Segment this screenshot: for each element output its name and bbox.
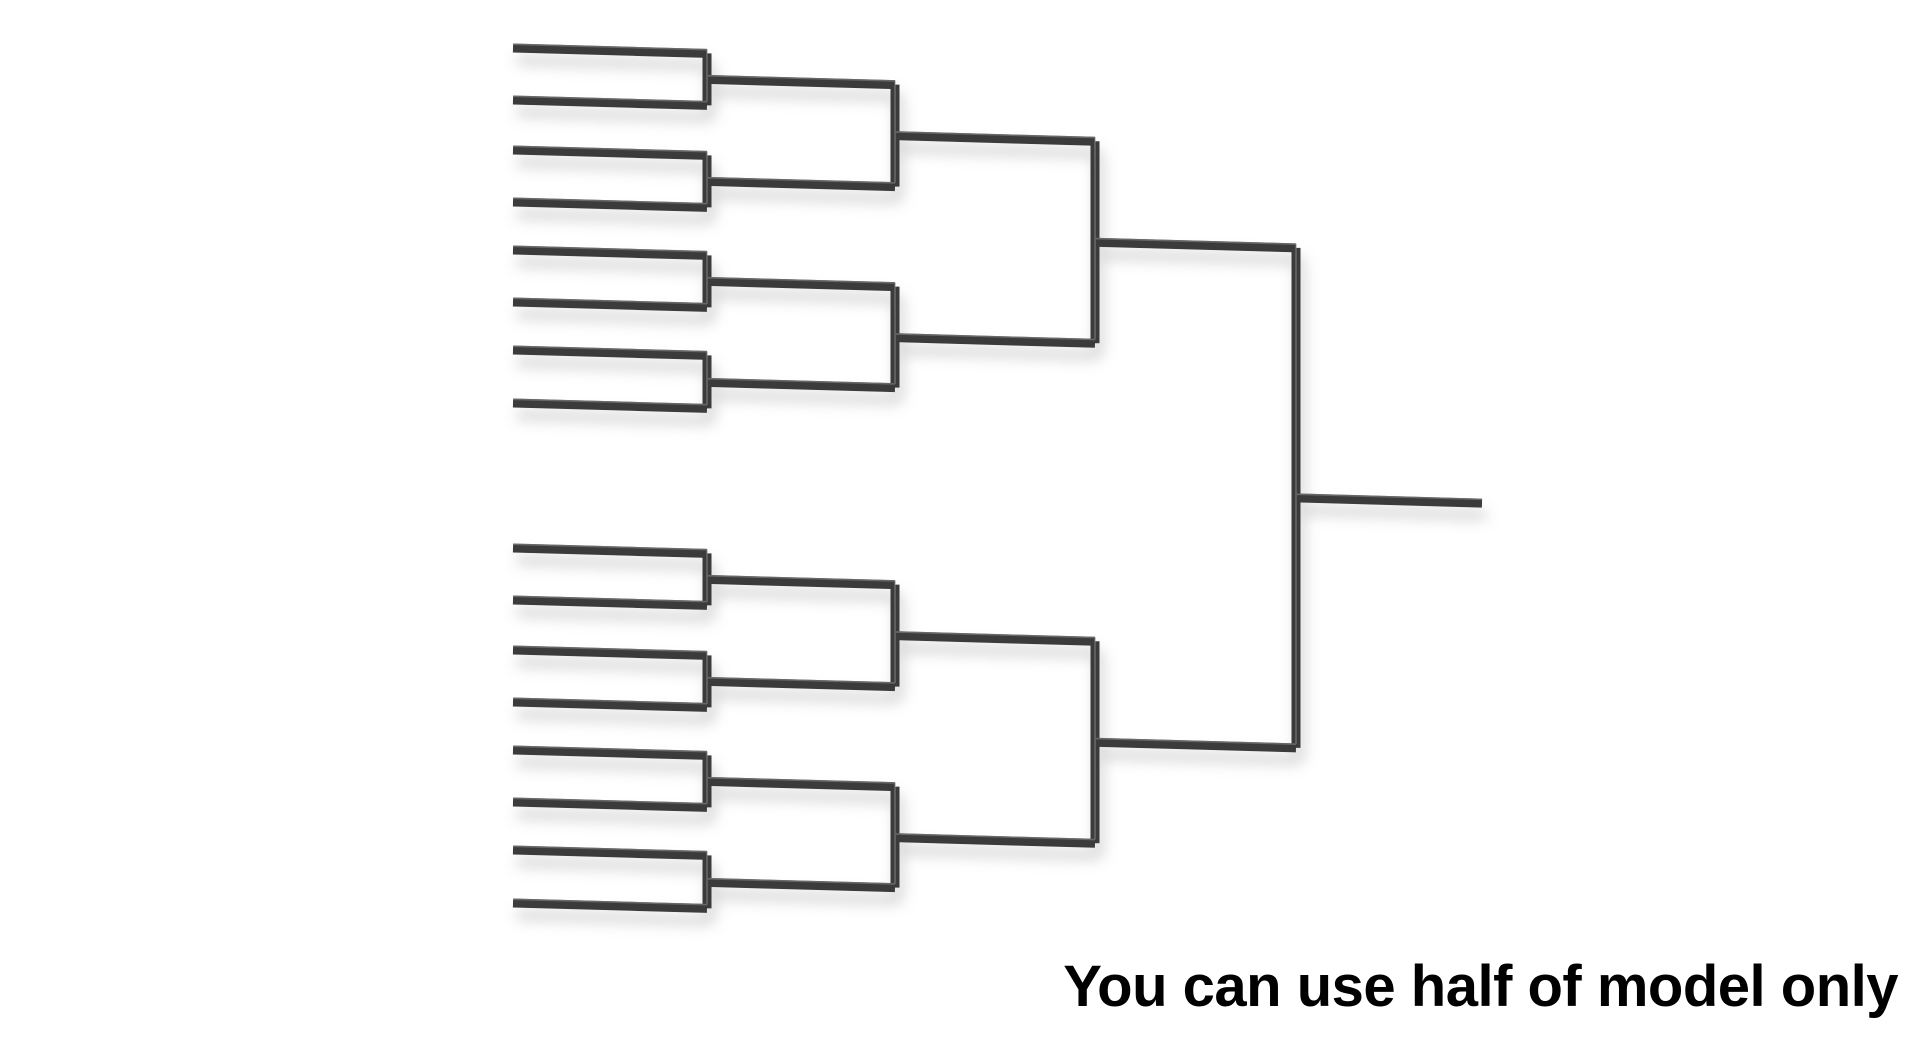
seed-line-12 [512,697,708,712]
bracket-segment-highlight [706,377,896,385]
bracket-segment-highlight [512,845,708,853]
seed-line-16 [512,898,708,913]
bracket-segment-highlight [512,898,708,906]
bracket-line-highlights [512,43,1483,906]
champion-line [1295,493,1483,508]
bracket-segment-highlight [706,74,896,82]
bracket-segment-highlight [706,877,896,885]
seed-line-15 [512,845,708,860]
seed-line-7 [512,345,708,360]
round2-advance-1 [894,131,1096,146]
bracket-segment-highlight [706,776,896,784]
bracket-segment-highlight [512,543,708,551]
bracket-segment-highlight [512,645,708,653]
seed-line-14 [512,797,708,812]
seed-line-6 [512,297,708,312]
round1-advance-8 [706,877,896,893]
round2-advance-3 [894,631,1096,646]
round3-advance-1 [1094,237,1297,253]
seed-line-13 [512,745,708,760]
bracket-segment-highlight [894,631,1096,639]
bracket-segment-highlight [706,276,896,284]
bracket-segment-highlight [512,345,708,353]
round1-advance-7 [706,776,896,792]
bracket-segment-highlight [512,797,708,805]
bracket-segment-highlight [706,676,896,684]
seed-line-3 [512,145,708,160]
seed-line-11 [512,645,708,660]
round1-advance-5 [706,574,896,590]
round2-advance-2 [894,333,1096,348]
bracket-segment-highlight [512,197,708,205]
bracket-segment-highlight [1295,493,1483,501]
bracket-segment-highlight [894,833,1096,841]
bracket-segment-highlight [512,145,708,153]
bracket-segment-highlight [512,245,708,253]
seed-line-2 [512,95,708,110]
seed-line-8 [512,398,708,413]
round2-advance-4 [894,833,1096,848]
seed-line-4 [512,197,708,212]
seed-line-10 [512,595,708,610]
bracket-segment-highlight [512,297,708,305]
round1-advance-1 [706,74,896,90]
bracket-segment-highlight [512,745,708,753]
round1-advance-3 [706,276,896,292]
bracket-segment-highlight [512,398,708,406]
bracket-segment-highlight [1094,237,1297,245]
bracket-segment-highlight [894,131,1096,139]
bracket-segment-highlight [706,176,896,184]
bracket-segment-highlight [512,595,708,603]
round1-advance-6 [706,676,896,692]
round1-advance-4 [706,377,896,393]
bracket-segment-highlight [512,697,708,705]
bracket-segment-highlight [706,574,896,582]
caption-text: You can use half of model only [1063,954,1898,1019]
seed-line-1 [512,43,708,58]
bracket-segment-highlight [512,95,708,103]
bracket-segment-highlight [1094,737,1297,745]
bracket-lines [512,43,1483,913]
bracket-segment-highlight [512,43,708,51]
seed-line-9 [512,543,708,558]
bracket-segment-highlight [894,333,1096,341]
seed-line-5 [512,245,708,260]
round1-advance-2 [706,176,896,192]
round3-advance-2 [1094,737,1297,753]
